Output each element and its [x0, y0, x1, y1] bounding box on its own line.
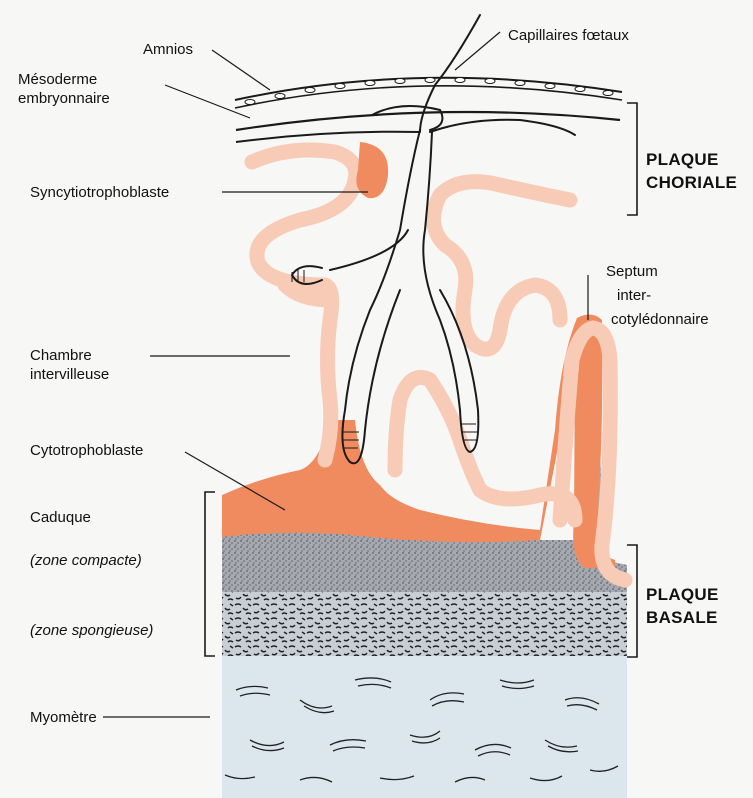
- syncytio-outline: [252, 150, 575, 520]
- label-chambre: Chambre: [30, 346, 92, 365]
- label-mesoderme: Mésoderme: [18, 70, 97, 89]
- label-cytotropho: Cytotrophoblaste: [30, 441, 143, 460]
- label-zone-compacte: (zone compacte): [30, 551, 142, 570]
- caduque-bracket: [205, 492, 215, 656]
- plaque-basale-bracket: [627, 545, 637, 657]
- label-plaque-choriale: PLAQUE CHORIALE: [646, 148, 737, 194]
- label-chambre-2: intervilleuse: [30, 365, 109, 384]
- label-septum-2: inter-: [617, 286, 651, 305]
- cytotrophoblaste-layer: [222, 314, 615, 568]
- label-zone-spongieuse: (zone spongieuse): [30, 621, 153, 640]
- label-plaque-basale: PLAQUE BASALE: [646, 583, 719, 629]
- zone-spongieuse-layer: [222, 590, 627, 656]
- label-septum-3: cotylédonnaire: [611, 310, 709, 329]
- plaque-basale-line-1: PLAQUE: [646, 583, 719, 606]
- label-mesoderme-2: embryonnaire: [18, 89, 110, 108]
- label-myometre: Myomètre: [30, 708, 97, 727]
- plaque-choriale-bracket: [627, 103, 637, 215]
- label-amnios: Amnios: [143, 40, 193, 59]
- label-caduque: Caduque: [30, 508, 91, 527]
- mesoderme-line-mid: [236, 132, 420, 142]
- label-syncytio: Syncytiotrophoblaste: [30, 183, 169, 202]
- plaque-choriale-line-2: CHORIALE: [646, 171, 737, 194]
- myometre-layer: [222, 655, 627, 798]
- plaque-choriale-line-1: PLAQUE: [646, 148, 737, 171]
- plaque-basale-line-2: BASALE: [646, 606, 719, 629]
- label-capillaires: Capillaires fœtaux: [508, 26, 629, 45]
- syncytio-highlight: [356, 142, 388, 198]
- label-septum: Septum: [606, 262, 658, 281]
